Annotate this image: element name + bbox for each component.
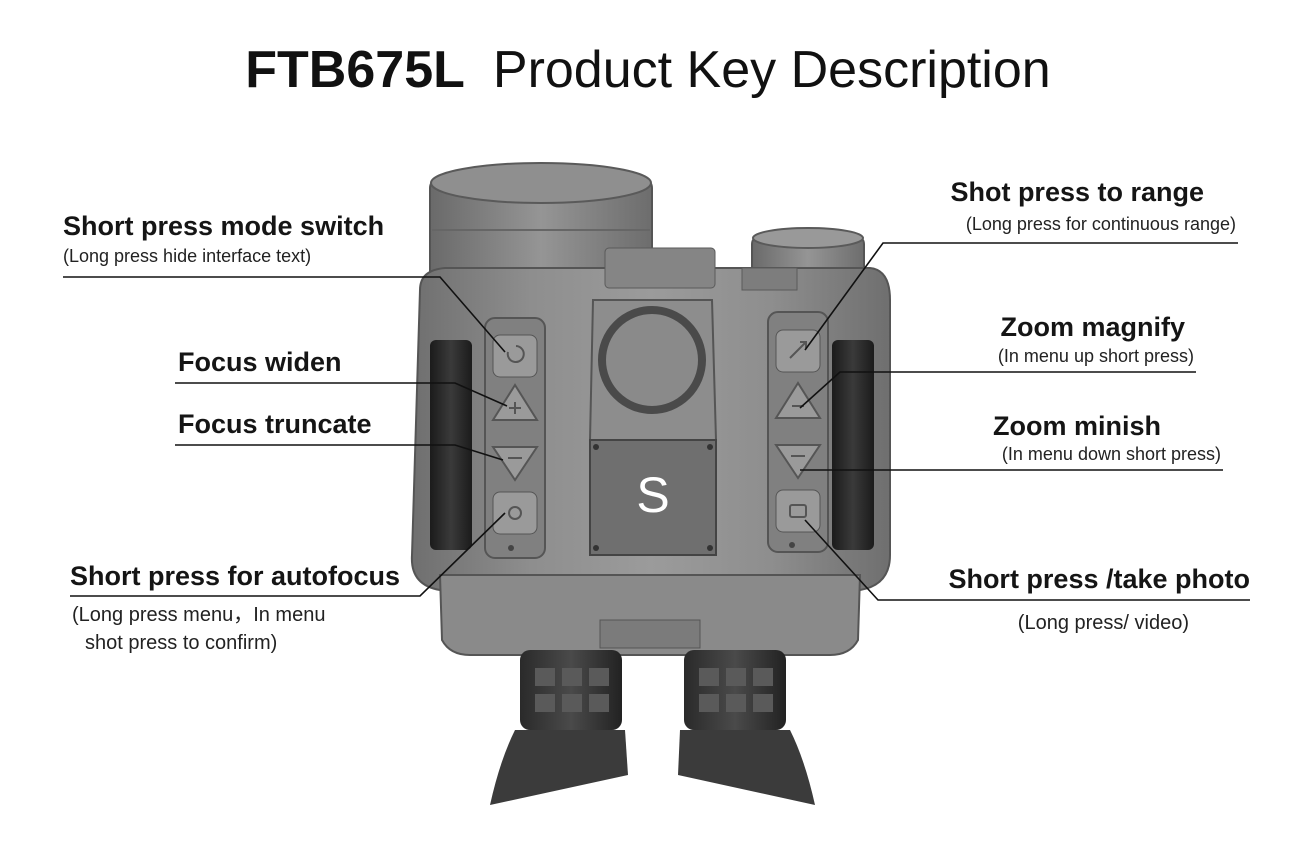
zoom-magnify-label: Zoom magnify bbox=[1000, 312, 1185, 342]
model-name: FTB675L bbox=[245, 41, 465, 99]
photo-button[interactable] bbox=[775, 489, 821, 548]
right-eyepiece bbox=[678, 650, 815, 805]
photo-label: Short press /take photo bbox=[948, 564, 1250, 594]
left-eyepiece bbox=[490, 650, 628, 805]
mode-switch-label: Short press mode switch bbox=[63, 211, 385, 241]
mode-switch-sublabel: (Long press hide interface text) bbox=[63, 246, 312, 266]
leader-autofocus bbox=[70, 512, 506, 597]
autofocus-sublabel-1: (Long press menu，In menu bbox=[72, 604, 326, 626]
leader-focus-truncate bbox=[175, 444, 504, 461]
rangefinder-barrel bbox=[751, 227, 865, 277]
camera-icon bbox=[789, 504, 807, 518]
zoom-magnify-sublabel: (In menu up short press) bbox=[997, 346, 1194, 366]
leader-photo bbox=[804, 519, 1250, 601]
leader-zoom-magnify bbox=[799, 371, 1196, 409]
focus-truncate-label: Focus truncate bbox=[178, 409, 372, 439]
leader-range bbox=[804, 242, 1238, 351]
range-button[interactable] bbox=[775, 329, 821, 373]
focus-widen-button[interactable] bbox=[491, 383, 539, 421]
plus-icon bbox=[509, 402, 521, 414]
mode-switch-button[interactable] bbox=[492, 334, 538, 378]
sun-icon bbox=[508, 506, 522, 520]
brand-logo: S bbox=[636, 467, 669, 523]
range-label: Shot press to range bbox=[950, 177, 1204, 207]
focus-widen-label: Focus widen bbox=[178, 347, 342, 377]
autofocus-label: Short press for autofocus bbox=[70, 561, 401, 591]
range-sublabel: (Long press for continuous range) bbox=[965, 214, 1236, 234]
zoom-minish-sublabel: (In menu down short press) bbox=[1001, 444, 1221, 464]
zoom-minish-label: Zoom minish bbox=[993, 411, 1161, 441]
autofocus-sublabel-2: shot press to confirm) bbox=[85, 632, 278, 654]
photo-sublabel: (Long press/ video) bbox=[1017, 612, 1189, 634]
page-title: FTB675L Product Key Description bbox=[0, 38, 1296, 102]
zoom-minish-button[interactable] bbox=[774, 444, 822, 480]
autofocus-button[interactable] bbox=[492, 491, 538, 551]
center-panel bbox=[588, 299, 718, 556]
right-grip bbox=[832, 340, 874, 550]
leader-focus-widen bbox=[175, 382, 508, 407]
leader-mode-switch bbox=[63, 276, 506, 353]
range-icon bbox=[789, 341, 807, 359]
mode-switch-icon bbox=[506, 345, 525, 363]
title-text: Product Key Description bbox=[492, 41, 1051, 99]
focus-truncate-button[interactable] bbox=[491, 446, 539, 482]
